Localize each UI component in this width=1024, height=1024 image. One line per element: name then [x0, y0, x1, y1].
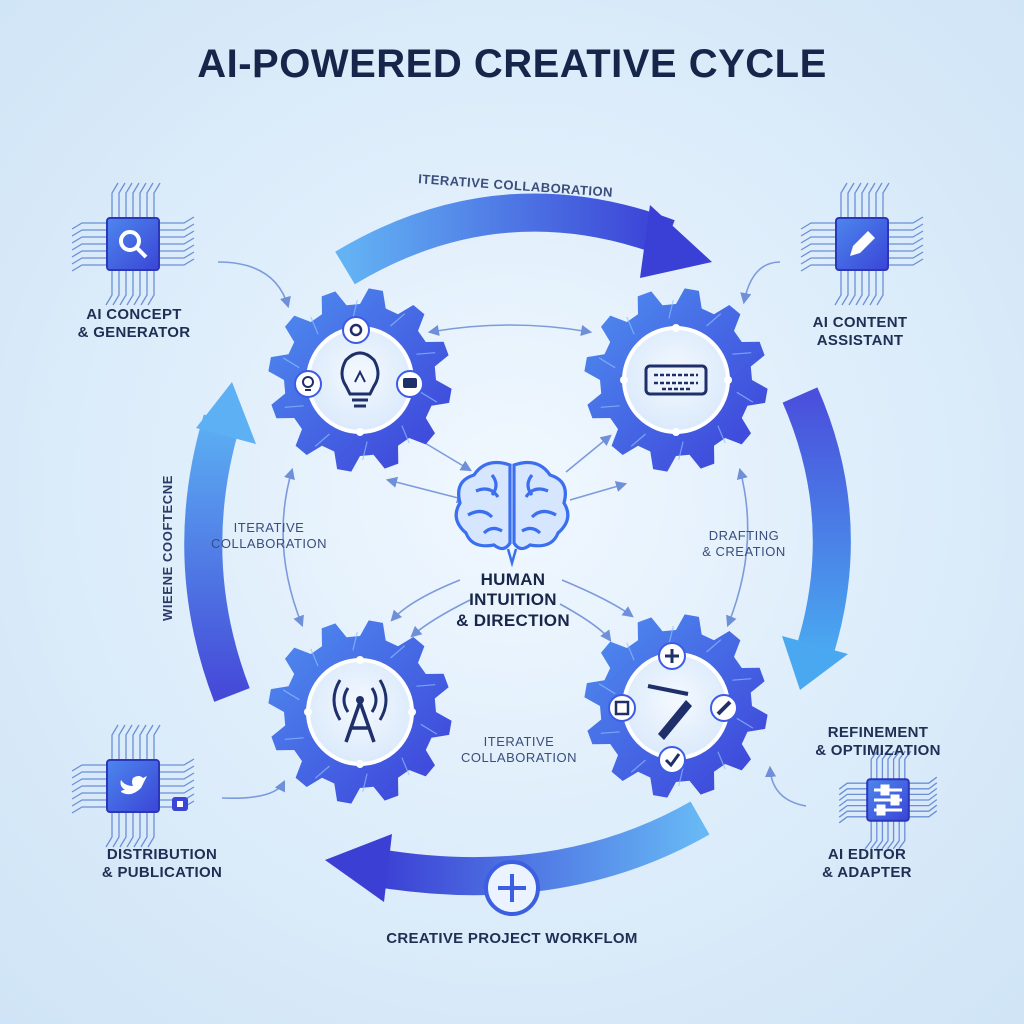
- gear-ring-dot: [356, 656, 364, 664]
- gear-circuit-line: [401, 425, 410, 444]
- gear-circuit-line: [706, 313, 722, 327]
- cycle-arrow-top: [335, 193, 712, 285]
- tools-icon: [647, 684, 692, 740]
- gear-circuit-line: [284, 405, 304, 408]
- gear-circuit-line: [390, 313, 406, 327]
- gear-circuit-line: [600, 405, 620, 408]
- cycle-arrow-bottom: [325, 801, 710, 902]
- gear-circuit-line: [310, 648, 319, 667]
- gear-ring-dot: [356, 760, 364, 768]
- chip-traces: [71, 724, 195, 848]
- magnifier-icon: [119, 230, 148, 259]
- bird-icon: [120, 776, 147, 795]
- stage-label-collab-bottom: ITERATIVE COLLABORATION: [460, 734, 578, 765]
- gear-circuit-line: [678, 441, 684, 461]
- stage-label-refinement: REFINEMENT & OPTIMIZATION: [815, 724, 941, 759]
- gear-circuit-line: [598, 683, 616, 695]
- gear-circuit-line: [732, 352, 752, 355]
- check-icon: [658, 746, 686, 774]
- gear-ring-dot: [724, 376, 732, 384]
- tool-label-editor: AI EDITOR & ADAPTER: [822, 846, 912, 881]
- gear-circuit-line: [310, 316, 319, 335]
- connector-arrows: [217, 261, 807, 807]
- stage-label-collab-left: ITERATIVE COLLABORATION: [210, 520, 328, 551]
- gear-circuit-line: [420, 723, 438, 735]
- gear-ideation: [268, 288, 452, 472]
- tool-label-content: AI CONTENT ASSISTANT: [812, 314, 908, 349]
- gear-circuit-line: [420, 391, 438, 403]
- gear-drafting: [584, 288, 768, 472]
- gear-circuit-line: [626, 316, 635, 335]
- lightbulb-icon: [340, 351, 380, 408]
- image-icon: [608, 694, 636, 722]
- chip-traces: [800, 182, 924, 306]
- gear-circuit-line: [600, 731, 620, 734]
- chip-traces: [838, 750, 938, 850]
- gear-circuit-line: [717, 425, 726, 444]
- gear-circuit-line: [736, 391, 754, 403]
- gear-circuit-line: [736, 717, 754, 729]
- gear-circuit-line: [626, 642, 635, 661]
- gear-center: [306, 326, 414, 434]
- gear-ring-dot: [408, 708, 416, 716]
- gear-circuit-line: [314, 765, 330, 779]
- gear-circuit-line: [282, 689, 300, 701]
- gear-circuit-line: [362, 441, 368, 461]
- stage-label-drafting: DRAFTING & CREATION: [702, 528, 786, 559]
- bottom-arrow-label: CREATIVE PROJECT WORKFLOM: [386, 930, 638, 947]
- keyboard-icon: [644, 364, 708, 396]
- gear-circuit-line: [284, 737, 304, 740]
- chip-traces: [71, 182, 195, 306]
- chip-body: [106, 217, 160, 271]
- gear-circuit-line: [416, 352, 436, 355]
- gear-circuit-line: [401, 757, 410, 776]
- gear-circuit-line: [668, 299, 674, 319]
- sliders-icon: [874, 784, 902, 816]
- pencil-icon: [850, 231, 875, 256]
- gear-circuit-line: [416, 684, 436, 687]
- gear-circuit-line: [732, 678, 752, 681]
- gear-ring-dot: [304, 708, 312, 716]
- tool-label-concept: AI CONCEPT & GENERATOR: [77, 306, 191, 341]
- cycle-arrow-left: [184, 382, 256, 702]
- gear-circuit-line: [706, 639, 722, 653]
- gear-circuit-line: [678, 767, 684, 787]
- pen-icon: [710, 694, 738, 722]
- gear-circuit-line: [352, 631, 358, 651]
- center-label: HUMAN INTUITION & DIRECTION: [456, 570, 570, 630]
- gear-ring-dot: [672, 324, 680, 332]
- gear-small-icon: [342, 316, 370, 344]
- gear-circuit-line: [630, 759, 646, 773]
- workflow-plus-icon: [484, 860, 540, 916]
- chat-icon: [396, 370, 424, 398]
- chip-concept: [71, 182, 195, 306]
- gear-circuit-line: [598, 357, 616, 369]
- left-vertical-label: WIEENE COOFTECNE: [160, 475, 175, 621]
- chip-distribution: [71, 724, 195, 848]
- gear-ring-dot: [356, 428, 364, 436]
- plus-icon: [658, 642, 686, 670]
- gear-circuit-line: [282, 357, 300, 369]
- lightbulb-small-icon: [294, 370, 322, 398]
- gear-circuit-line: [390, 645, 406, 659]
- gear-circuit-line: [314, 433, 330, 447]
- page-title: AI-POWERED CREATIVE CYCLE: [197, 42, 827, 86]
- gear-circuit-line: [362, 773, 368, 793]
- gear-circuit-line: [630, 433, 646, 447]
- gear-ring-dot: [672, 428, 680, 436]
- gear-circuit-line: [717, 751, 726, 770]
- gear-center: [306, 658, 414, 766]
- gear-broadcast: [268, 620, 452, 804]
- gear-center: [622, 326, 730, 434]
- antenna-icon: [332, 679, 388, 743]
- brain-icon: [454, 461, 570, 568]
- tool-label-distribution: DISTRIBUTION & PUBLICATION: [101, 846, 223, 881]
- gear-ring-dot: [620, 376, 628, 384]
- cycle-arrow-right: [782, 387, 851, 690]
- connector-badge-icon: [172, 797, 188, 811]
